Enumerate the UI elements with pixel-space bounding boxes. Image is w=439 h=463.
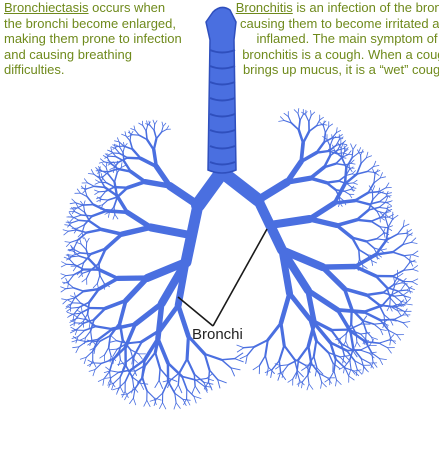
bronchitis-term: Bronchitis — [236, 0, 293, 15]
bronchial-tree — [61, 109, 419, 410]
bronchitis-description: Bronchitis is an infection of the bronch… — [232, 0, 439, 78]
bronchi-label: Bronchi — [192, 326, 243, 343]
bronchiectasis-description: Bronchiectasis occurs when the bronchi b… — [4, 0, 184, 78]
bronchiectasis-term: Bronchiectasis — [4, 0, 89, 15]
